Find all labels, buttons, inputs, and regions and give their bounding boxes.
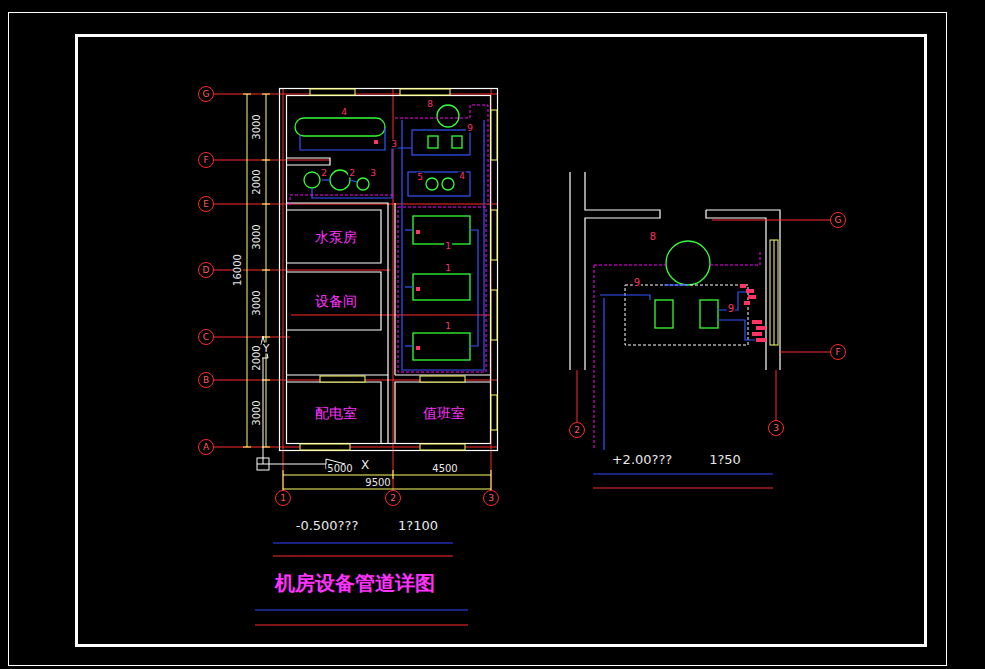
callout-number: 2 [320, 169, 328, 178]
grid-letter: D [203, 266, 210, 275]
grid-bubble: D [198, 262, 214, 278]
callout-number: 8 [426, 100, 434, 109]
grid-bubble: B [198, 372, 214, 388]
grid-letter: 2 [574, 426, 580, 435]
callout-number: 9 [727, 304, 735, 314]
grid-letter: F [203, 156, 208, 165]
room-name: 水泵房 [315, 229, 357, 247]
grid-bubble: G [198, 86, 214, 102]
grid-bubble: G [830, 212, 846, 228]
grid-letter: G [835, 216, 842, 225]
callout-number: 1 [444, 242, 452, 251]
dimension: 3000 [252, 399, 262, 426]
grid-letter: G [203, 90, 210, 99]
grid-bubble: F [830, 344, 846, 360]
grid-letter: F [835, 348, 840, 357]
grid-bubble: A [198, 439, 214, 455]
callout-number: 2 [348, 169, 356, 178]
scale-caption: 1?50 [708, 453, 742, 466]
grid-bubble: 2 [569, 422, 585, 438]
scale-caption: 1?100 [397, 519, 439, 532]
dimension: 2000 [252, 168, 262, 195]
room-name: 值班室 [423, 405, 465, 423]
dimension: 2000 [252, 344, 262, 371]
dimension: 3000 [252, 113, 262, 140]
callout-number: 9 [466, 124, 474, 133]
grid-letter: 3 [488, 494, 494, 503]
grid-letter: E [203, 200, 209, 209]
callout-number: 1 [444, 322, 452, 331]
dimension: 4500 [431, 464, 458, 474]
dimension: 5000 [326, 464, 353, 474]
callout-number: 3 [390, 140, 398, 149]
grid-letter: 2 [390, 494, 396, 503]
grid-bubble: E [198, 196, 214, 212]
callout-number: 3 [369, 169, 377, 178]
dimension: 3000 [252, 223, 262, 250]
dimension: 9500 [364, 478, 391, 488]
callout-number: 9 [633, 278, 641, 288]
room-box: 配电室 [290, 384, 381, 443]
room-box: 水泵房 [290, 212, 381, 263]
room-name: 设备间 [315, 293, 357, 311]
grid-bubble: 2 [385, 490, 401, 506]
grid-letter: 1 [280, 494, 286, 503]
room-name: 配电室 [315, 405, 357, 423]
dimension: 3000 [252, 289, 262, 316]
grid-bubble: C [198, 329, 214, 345]
grid-bubble: 3 [768, 420, 784, 436]
grid-letter: 3 [773, 424, 779, 433]
dimension: 16000 [233, 253, 243, 287]
level-caption: -0.500??? [295, 519, 360, 532]
callout-number: 4 [340, 108, 348, 117]
grid-bubble: 3 [483, 490, 499, 506]
drawing-title: 机房设备管道详图 [274, 573, 436, 593]
grid-bubble: 1 [275, 490, 291, 506]
axis-letter: Y [262, 343, 271, 354]
room-box: 设备间 [290, 274, 381, 330]
callout-number: 4 [458, 172, 466, 181]
axis-letter: X [360, 459, 370, 471]
grid-letter: B [203, 376, 209, 385]
callout-number: 8 [649, 232, 657, 242]
level-caption: +2.00??? [611, 453, 674, 466]
grid-letter: A [203, 443, 209, 452]
callout-number: 5 [416, 173, 424, 182]
callout-number: 1 [444, 264, 452, 273]
grid-letter: C [203, 333, 209, 342]
grid-bubble: F [198, 152, 214, 168]
room-box: 值班室 [397, 384, 490, 443]
